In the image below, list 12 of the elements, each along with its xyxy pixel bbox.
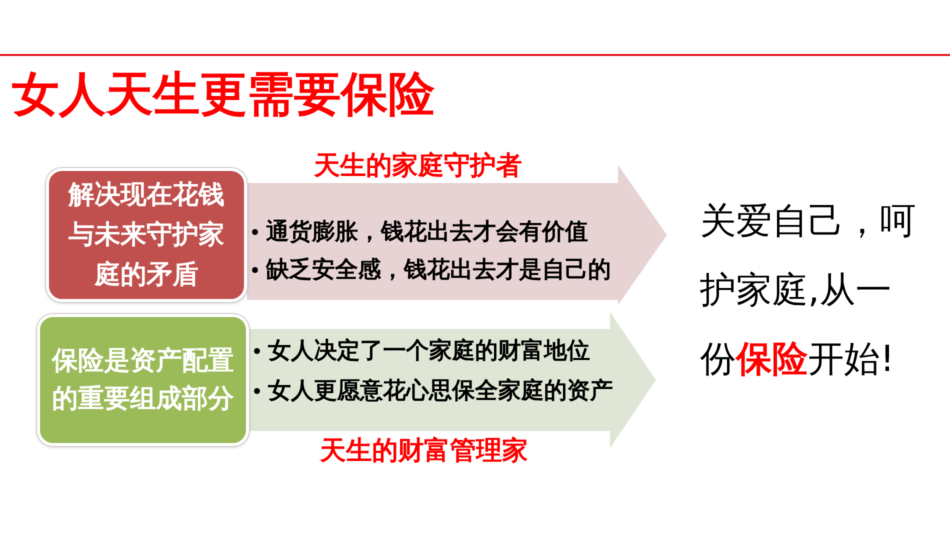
bullet-text: 女人更愿意花心思保全家庭的资产 — [268, 377, 613, 406]
box-label: 解决现在花钱与未来守护家庭的矛盾 — [67, 179, 226, 292]
box-label: 保险是资产配置的重要组成部分 — [50, 345, 235, 416]
bullet-text: 通货膨胀，钱花出去才会有价值 — [266, 218, 588, 247]
bullet-text: 女人决定了一个家庭的财富地位 — [268, 337, 590, 366]
rounded-box — [37, 314, 249, 446]
bullet-text: 缺乏安全感，钱花出去才是自己的 — [266, 256, 611, 285]
banner-heading: 天生的家庭守护者 — [314, 151, 522, 181]
title: 女人天生更需要保险 — [12, 70, 435, 120]
slogan-text: 关爱自己，呵护家庭,从一份保险开始! — [700, 187, 925, 394]
banner-heading: 天生的财富管理家 — [320, 436, 528, 466]
rounded-box — [46, 168, 247, 302]
